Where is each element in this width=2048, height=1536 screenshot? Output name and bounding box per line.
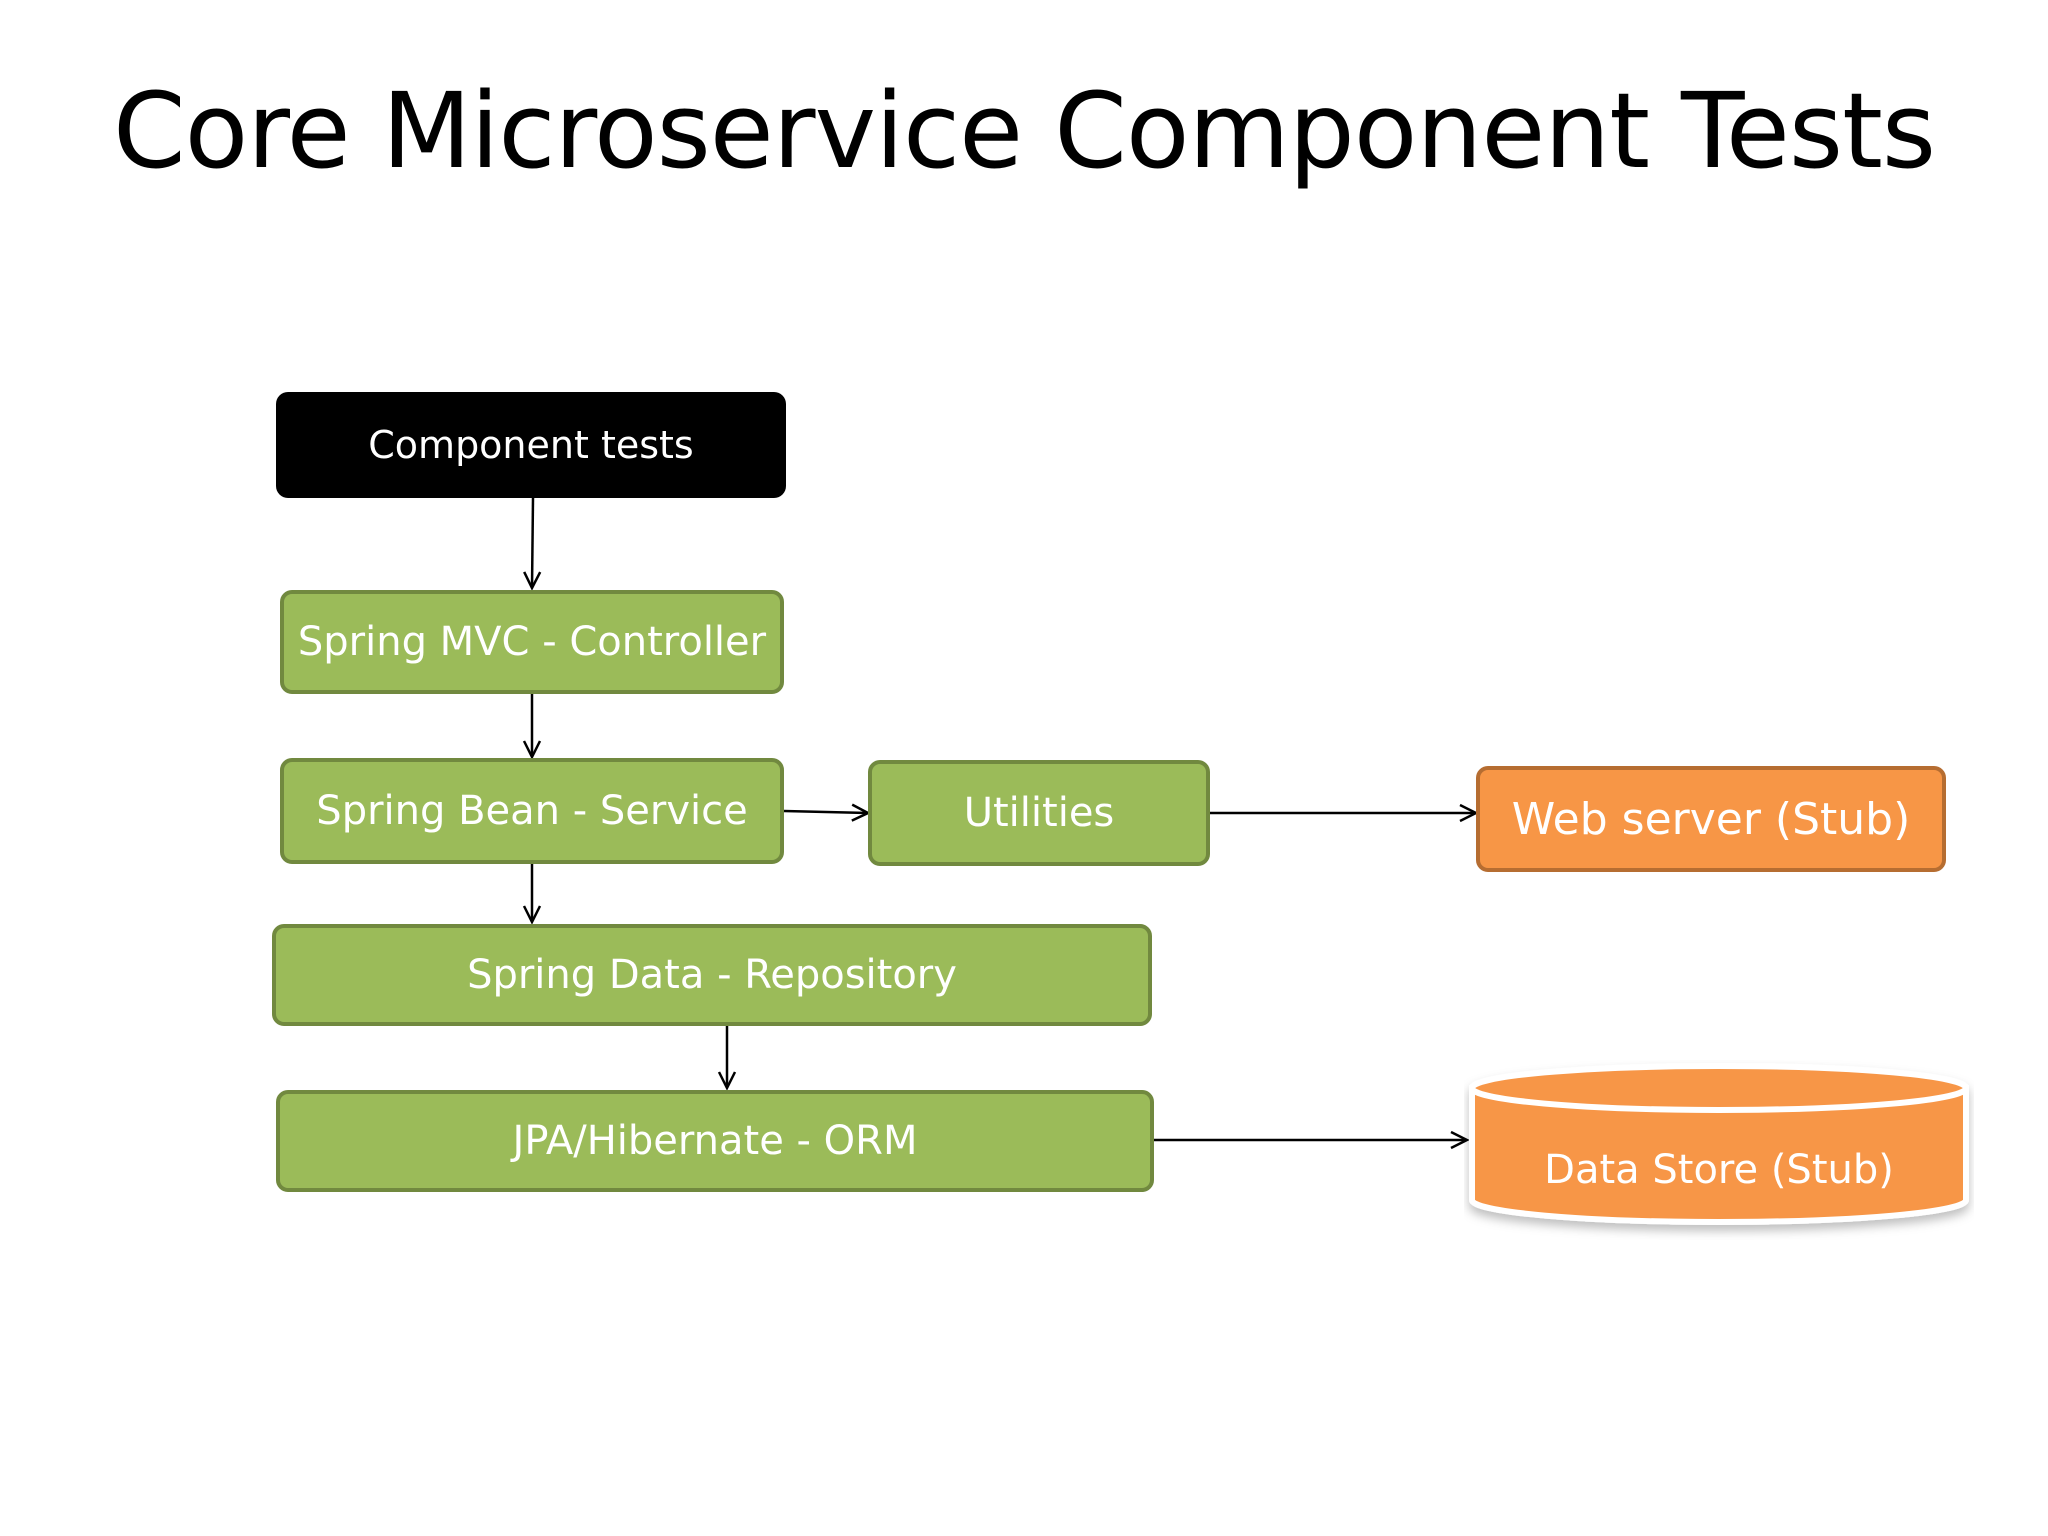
data-store-stub-cylinder: Data Store (Stub): [1464, 1060, 1974, 1240]
controller-box: Spring MVC - Controller: [280, 590, 784, 694]
service-label: Spring Bean - Service: [316, 788, 748, 834]
data-store-stub-label: Data Store (Stub): [1544, 1147, 1894, 1193]
database-cylinder-icon: [1469, 1063, 1969, 1225]
utilities-label: Utilities: [963, 790, 1115, 836]
arrow-tests-to-controller: [532, 497, 533, 588]
orm-label: JPA/Hibernate - ORM: [512, 1118, 918, 1164]
web-server-stub-box: Web server (Stub): [1476, 766, 1946, 872]
slide-title: Core Microservice Component Tests: [112, 70, 1936, 192]
service-box: Spring Bean - Service: [280, 758, 784, 864]
orm-box: JPA/Hibernate - ORM: [276, 1090, 1154, 1192]
repository-box: Spring Data - Repository: [272, 924, 1152, 1026]
arrow-service-to-utilities: [783, 811, 868, 813]
repository-label: Spring Data - Repository: [467, 952, 957, 998]
controller-label: Spring MVC - Controller: [297, 619, 767, 665]
component-tests-label: Component tests: [368, 423, 694, 467]
web-server-stub-label: Web server (Stub): [1511, 793, 1911, 845]
component-tests-box: Component tests: [276, 392, 786, 498]
utilities-box: Utilities: [868, 760, 1210, 866]
